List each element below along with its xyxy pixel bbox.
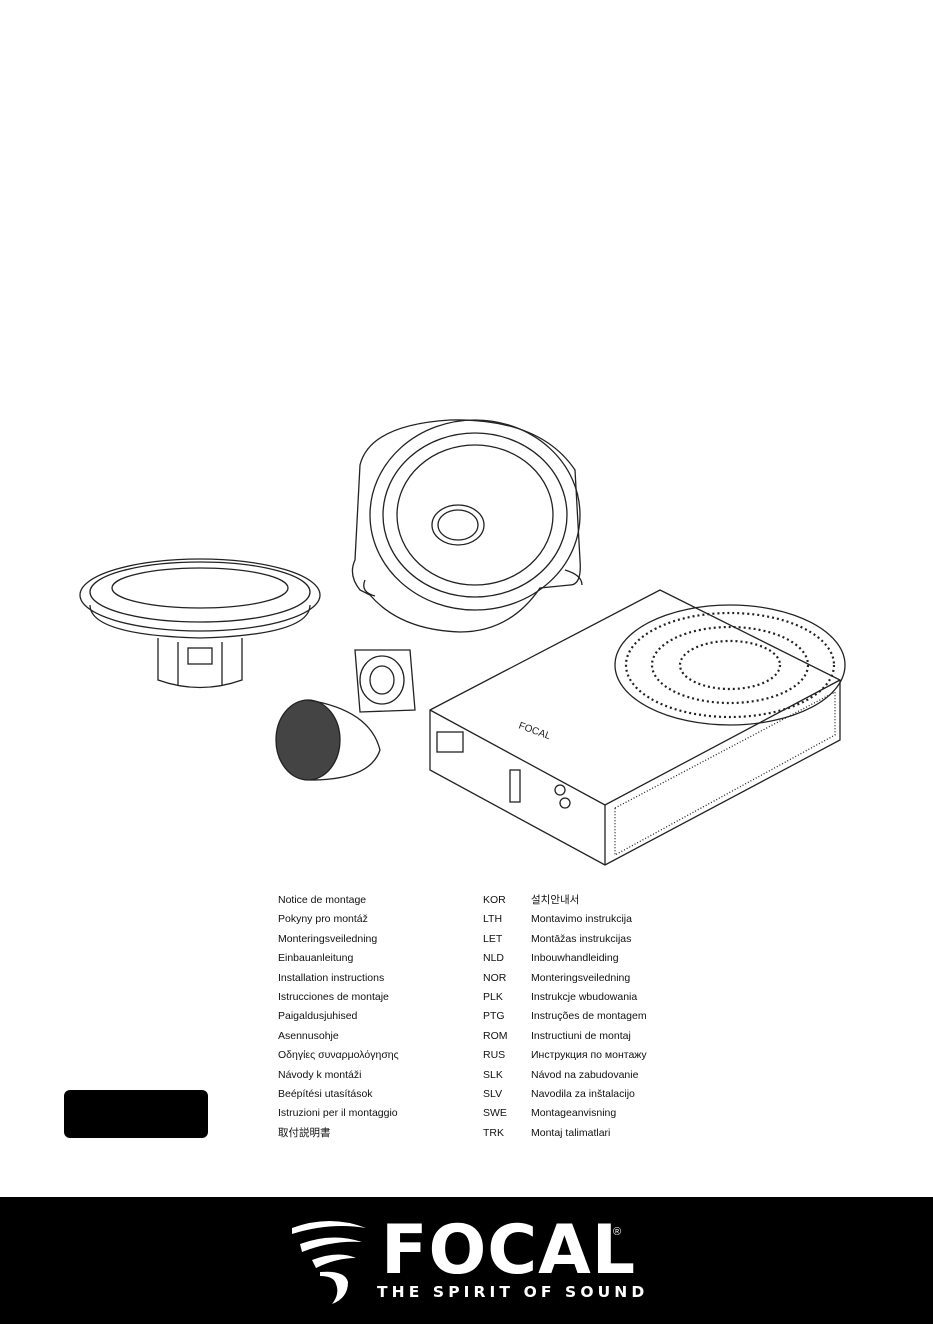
language-instruction-title: Návod na zabudovanie <box>531 1068 639 1081</box>
language-instruction-title: Montāžas instrukcijas <box>531 932 632 945</box>
language-instruction-title: Istrucciones de montaje <box>278 990 389 1003</box>
subwoofer-drawing <box>429 589 846 866</box>
language-instruction-title: Einbauanleitung <box>278 952 354 965</box>
brand-tagline: THE SPIRIT OF SOUND <box>377 1283 649 1301</box>
language-row: Istruzioni per il montaggio SWE Montageanv… <box>278 1104 698 1123</box>
woofer-drawing <box>79 558 321 689</box>
language-instruction-title: Pokyny pro montáž <box>278 913 368 926</box>
language-code: LET <box>483 932 503 945</box>
language-code: SLK <box>483 1068 503 1081</box>
language-instruction-title: Inbouwhandleiding <box>531 952 619 965</box>
language-code: NOR <box>483 971 507 984</box>
language-instruction-title: Οδηγίες συναρμολόγησης <box>278 1049 399 1062</box>
language-code: TRK <box>483 1126 504 1139</box>
language-instruction-title: Montageanvisning <box>531 1107 617 1120</box>
language-row: Einbauanleitung NLD Inbouwhandleiding <box>278 949 698 968</box>
language-instruction-title: Instructiuni de montaj <box>531 1029 631 1042</box>
language-instruction-title: Monteringsveiledning <box>531 971 631 984</box>
language-code: PTG <box>483 1010 505 1023</box>
language-row: 取付説明書 TRK Montaj talimatlari <box>278 1124 698 1143</box>
language-code: ROM <box>483 1029 508 1042</box>
language-row: Istrucciones de montaje PLK Instrukcje wbu… <box>278 988 698 1007</box>
product-illustration: FOCAL <box>79 419 846 866</box>
tweeter-drawing <box>275 649 416 781</box>
language-code: NLD <box>483 952 505 965</box>
woofer-with-adapter-drawing <box>351 419 583 633</box>
language-row: Asennusohje ROM Instructiuni de montaj <box>278 1027 698 1046</box>
focal-logo-icon <box>292 1221 366 1304</box>
language-instruction-title: Montavimo instrukcija <box>531 913 632 926</box>
language-instruction-title: Navodila za inštalacijo <box>531 1087 635 1100</box>
language-row: Návody k montáži SLK Návod na zabudovanie <box>278 1066 698 1085</box>
language-row: Installation instructions NOR Monteringsve… <box>278 969 698 988</box>
language-instruction-title: Instruções de montagem <box>531 1010 647 1023</box>
language-instruction-title: Istruzioni per il montaggio <box>278 1107 398 1120</box>
language-row: Monteringsveiledning LET Montāžas instrukc… <box>278 930 698 949</box>
language-instruction-title: 取付説明書 <box>278 1126 331 1139</box>
language-instruction-title: Instrukcje wbudowania <box>531 990 638 1003</box>
language-instruction-title: Monteringsveiledning <box>278 932 378 945</box>
language-row: Paigaldusjuhised PTG Instruções de montage… <box>278 1007 698 1026</box>
footer-band <box>0 1197 933 1324</box>
language-code: SLV <box>483 1087 503 1100</box>
language-code: PLK <box>483 990 503 1003</box>
language-instruction-title: Notice de montage <box>278 894 367 906</box>
language-row: Οδηγίες συναρμολόγησης RUS Инструкция по м… <box>278 1046 698 1065</box>
language-instruction-title: Beépítési utasítások <box>278 1087 373 1100</box>
language-code: SWE <box>483 1107 507 1120</box>
language-code: RUS <box>483 1049 506 1062</box>
language-instruction-title: Asennusohje <box>278 1029 339 1042</box>
brand-name: FOCAL <box>381 1211 637 1290</box>
product-label: FOCAL <box>517 720 553 742</box>
language-row: Pokyny pro montáž LTH Montavimo instrukcij… <box>278 910 698 929</box>
language-row: Notice de montage KOR 설치안내서 <box>278 891 698 910</box>
language-instruction-title: Montaj talimatlari <box>531 1126 611 1139</box>
language-instruction-title: 설치안내서 <box>531 894 580 906</box>
language-instruction-title: Инструкция по монтажу <box>531 1049 647 1062</box>
language-code: KOR <box>483 894 506 906</box>
language-instruction-title: Installation instructions <box>278 971 385 984</box>
language-code: LTH <box>483 913 503 926</box>
language-instruction-title: Návody k montáži <box>278 1068 362 1081</box>
language-row: Beépítési utasítások SLV Navodila za inšta… <box>278 1085 698 1104</box>
registered-mark: ® <box>613 1226 622 1238</box>
black-label-box <box>64 1090 208 1138</box>
language-list: Notice de montage KOR 설치안내서 Pokyny pro mont… <box>278 891 698 1143</box>
language-instruction-title: Paigaldusjuhised <box>278 1010 358 1023</box>
